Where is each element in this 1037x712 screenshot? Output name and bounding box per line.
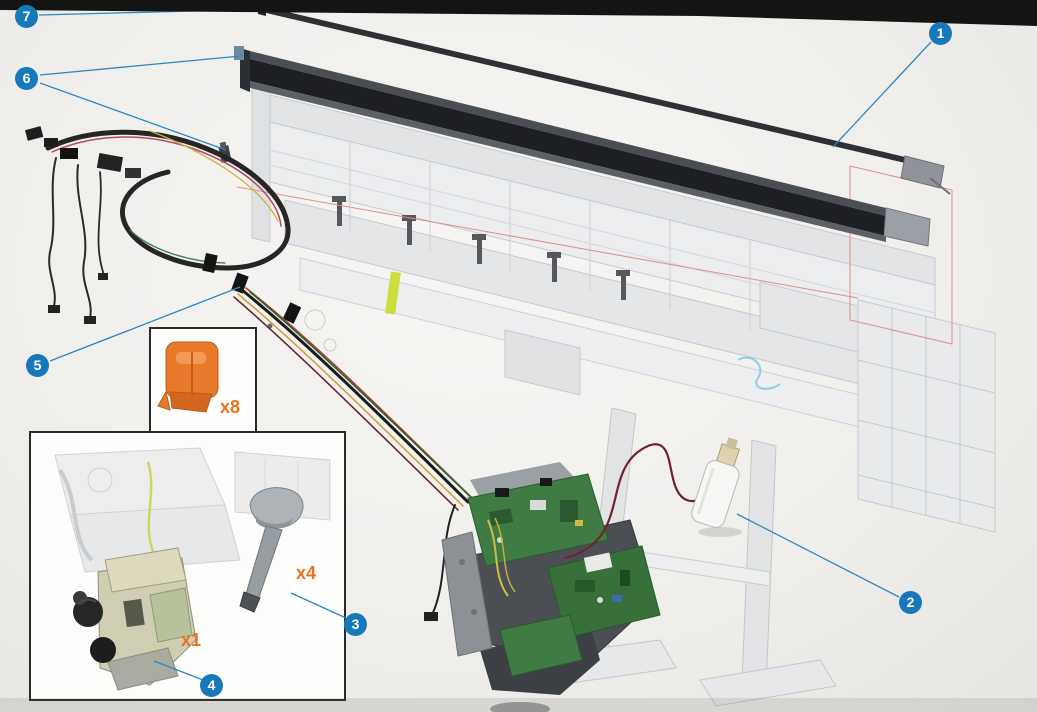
bottom-bezel-smudge — [490, 702, 550, 712]
main-slider-rail — [218, 46, 931, 247]
inset-detail-box — [29, 431, 346, 701]
trailing-cable-bundle — [233, 287, 477, 621]
service-assembly-part — [73, 547, 197, 691]
harness-connectors — [24, 126, 141, 178]
yellow-marker — [385, 271, 401, 315]
callout-1: 1 — [929, 22, 952, 45]
callout-3: 3 — [344, 613, 367, 636]
quantity-x1: x1 — [181, 630, 202, 650]
cable-harness — [24, 126, 302, 329]
cylinder-part — [563, 437, 742, 560]
printer-ghost-illustration — [251, 61, 996, 707]
quantity-x8: x8 — [220, 397, 241, 417]
funnel-part — [239, 487, 304, 613]
callout-7: 7 — [15, 5, 38, 28]
callout-4: 4 — [200, 674, 223, 697]
orange-clip — [157, 341, 219, 413]
clip-detail-box — [149, 327, 257, 433]
ink-tube-detail — [737, 356, 781, 390]
callout-5: 5 — [26, 354, 49, 377]
electronics-module — [441, 462, 661, 695]
encoder-strip-rail — [258, 4, 951, 195]
top-bezel — [0, 0, 1037, 26]
callout-2: 2 — [899, 591, 922, 614]
quantity-x4: x4 — [296, 563, 317, 583]
belt-clips — [332, 196, 630, 300]
callout-6: 6 — [15, 67, 38, 90]
